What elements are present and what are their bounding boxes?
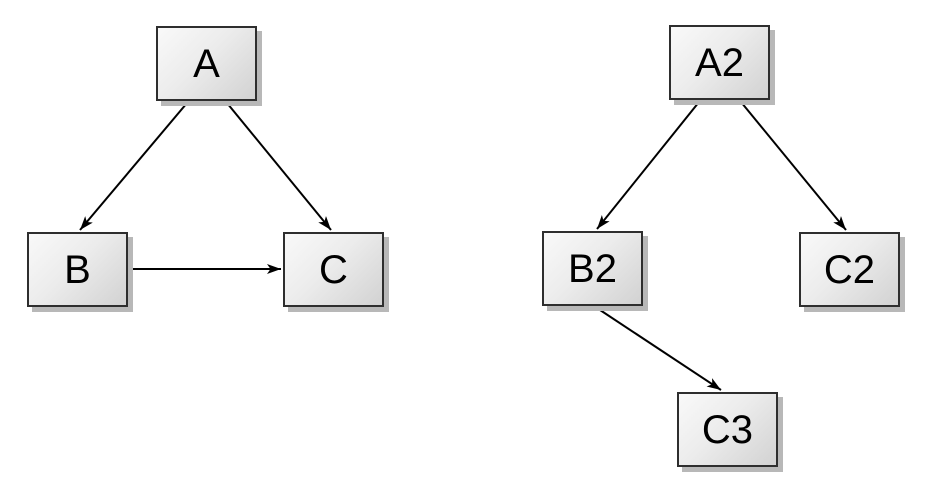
node-C3-label: C3 — [701, 407, 754, 452]
node-A-label: A — [193, 41, 220, 86]
node-C2-label: C2 — [823, 247, 876, 292]
node-B2-label: B2 — [568, 246, 617, 291]
node-C3: C3 — [677, 392, 778, 467]
edge-A2-B2 — [596, 101, 700, 230]
node-C: C — [283, 232, 384, 307]
edge-A2-C2 — [740, 101, 847, 231]
node-A: A — [156, 26, 257, 101]
node-B-label: B — [64, 247, 91, 292]
edge-A-C — [226, 102, 332, 231]
node-C2: C2 — [799, 232, 900, 307]
edge-A-B — [79, 102, 188, 231]
node-B2: B2 — [542, 231, 643, 306]
edge-B2-C3 — [596, 307, 722, 391]
node-C-label: C — [319, 247, 348, 292]
node-A2-label: A2 — [695, 40, 744, 85]
node-A2: A2 — [669, 25, 770, 100]
node-B: B — [27, 232, 128, 307]
